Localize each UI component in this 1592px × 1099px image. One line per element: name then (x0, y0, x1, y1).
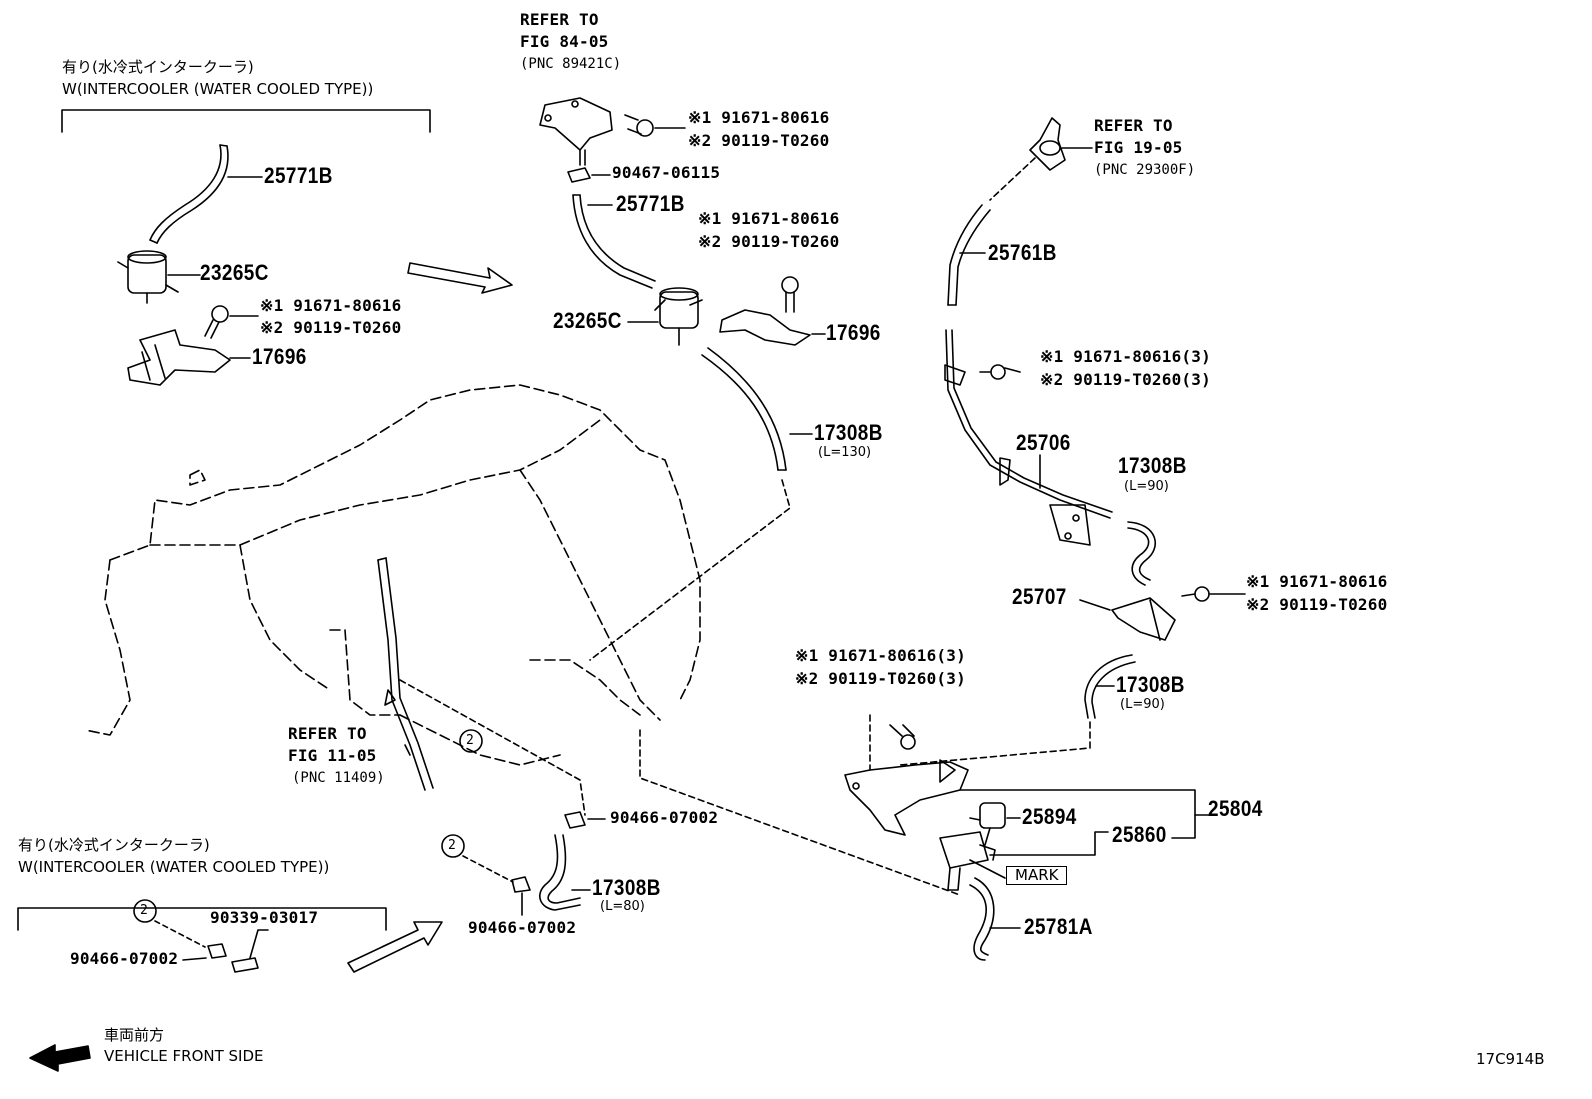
part-number-23265C-centre[interactable]: 23265C (553, 308, 622, 333)
part-number-25771B-left[interactable]: 25771B (264, 163, 333, 188)
variant-bracket-top (62, 110, 430, 132)
part-number-25781A[interactable]: 25781A (1024, 914, 1093, 939)
fitting-29300F (1030, 118, 1065, 170)
bracket-17696-centre (720, 310, 810, 345)
bolt-spec-4a[interactable]: ※1 91671-80616(3) (1040, 347, 1211, 366)
part-number-17696-left[interactable]: 17696 (252, 344, 307, 369)
sensor-89421C (540, 98, 612, 165)
clip-90467 (568, 168, 590, 182)
bolt-spec-2b[interactable]: ※2 90119-T0260 (688, 131, 830, 150)
bracket-25707 (1112, 598, 1175, 640)
bolt-spec-5a[interactable]: ※1 91671-80616 (1246, 572, 1388, 591)
length-label-90b: (L=90) (1120, 697, 1165, 712)
part-number-90339[interactable]: 90339-03017 (210, 908, 319, 927)
variant-bracket-bottom (18, 908, 386, 930)
bolt-spec-6a[interactable]: ※1 91671-80616(3) (795, 646, 966, 665)
part-number-25771B-centre[interactable]: 25771B (616, 191, 685, 216)
hose-17308B-90b (1085, 655, 1132, 718)
bolt-icon-centre (782, 277, 798, 312)
pipe-25706 (946, 330, 1110, 518)
direction-label-en: VEHICLE FRONT SIDE (104, 1047, 264, 1065)
variant-label-bottom-jp: 有り(水冷式インタークーラ) (18, 836, 210, 854)
vsv-25860 (940, 832, 995, 890)
length-label-130: (L=130) (818, 445, 872, 460)
arrow-right-icon (408, 263, 512, 293)
ref-fig84-line2: FIG 84-05 (520, 32, 609, 51)
callout-circle (460, 730, 482, 752)
length-label-80: (L=80) (600, 899, 645, 914)
bolt-icon-sensor (625, 115, 653, 136)
bolt-spec-6b[interactable]: ※2 90119-T0260(3) (795, 669, 966, 688)
bolt-spec-1a[interactable]: ※1 91671-80616 (260, 296, 402, 315)
part-number-25894[interactable]: 25894 (1022, 804, 1077, 829)
bolt-icon-left (205, 306, 228, 338)
ref-fig11-line1: REFER TO (288, 724, 367, 743)
ref-fig11-line3: (PNC 11409) (292, 770, 385, 786)
hose-17308B-80 (540, 835, 580, 910)
bolt-spec-1b[interactable]: ※2 90119-T0260 (260, 318, 402, 337)
part-number-23265C-left[interactable]: 23265C (200, 260, 269, 285)
diagram-id: 17C914B (1476, 1050, 1545, 1068)
part-number-17696-centre[interactable]: 17696 (826, 320, 881, 345)
ref-fig11-line2: FIG 11-05 (288, 746, 377, 765)
part-number-25804[interactable]: 25804 (1208, 796, 1263, 821)
mark-label: MARK (1006, 866, 1068, 885)
clip-90466-a (565, 812, 585, 828)
variant-label-top-en: W(INTERCOOLER (WATER COOLED TYPE)) (62, 80, 374, 98)
bolt-spec-3a[interactable]: ※1 91671-80616 (698, 209, 840, 228)
ref-fig84-line1: REFER TO (520, 10, 599, 29)
length-label-90a: (L=90) (1124, 479, 1169, 494)
bolt-icon-25707 (1182, 587, 1245, 601)
part-number-17308B-130[interactable]: 17308B (814, 420, 883, 445)
vsv-23265C-left (118, 251, 178, 303)
bracket-25804 (845, 762, 968, 835)
hose-25771B-centre (573, 195, 652, 288)
oil-level-gauge-tube (378, 560, 425, 790)
variant-label-top-jp: 有り(水冷式インタークーラ) (62, 58, 254, 76)
arrow-up-right-icon (348, 922, 442, 972)
variant-label-bottom-en: W(INTERCOOLER (WATER COOLED TYPE)) (18, 858, 330, 876)
vsv-23265C-centre (655, 288, 702, 345)
hose-25781A (970, 885, 986, 960)
callout-number: 2 (448, 838, 456, 853)
part-number-17308B-90a[interactable]: 17308B (1118, 453, 1187, 478)
part-number-90466-c[interactable]: 90466-07002 (70, 949, 179, 968)
bracket-17696-left (128, 330, 230, 385)
hose-25771B-left (150, 145, 221, 240)
part-number-90466-b[interactable]: 90466-07002 (468, 918, 577, 937)
bolt-spec-4b[interactable]: ※2 90119-T0260(3) (1040, 370, 1211, 389)
ref-fig19-line1: REFER TO (1094, 116, 1173, 135)
clip-90466-c (208, 944, 226, 958)
ref-fig19-line3: (PNC 29300F) (1094, 162, 1196, 178)
bolt-spec-5b[interactable]: ※2 90119-T0260 (1246, 595, 1388, 614)
bolt-spec-2a[interactable]: ※1 91671-80616 (688, 108, 830, 127)
part-number-25706[interactable]: 25706 (1016, 430, 1071, 455)
vehicle-front-arrow-icon (30, 1045, 90, 1071)
part-number-17308B-90b[interactable]: 17308B (1116, 672, 1185, 697)
callout-number: 2 (140, 903, 148, 918)
hose-90339 (232, 958, 258, 972)
bolt-spec-3b[interactable]: ※2 90119-T0260 (698, 232, 840, 251)
callout-number: 2 (466, 733, 474, 748)
hose-25761B (948, 205, 982, 305)
sensor-25894 (970, 803, 1005, 845)
part-number-25707[interactable]: 25707 (1012, 584, 1067, 609)
part-number-25761B[interactable]: 25761B (988, 240, 1057, 265)
bolt-icon-bracket (890, 725, 915, 749)
ref-fig19-line2: FIG 19-05 (1094, 138, 1183, 157)
part-number-17308B-80[interactable]: 17308B (592, 875, 661, 900)
direction-label-jp: 車両前方 (104, 1026, 165, 1044)
ref-fig84-line3: (PNC 89421C) (520, 56, 622, 72)
hose-17308B-90a (1128, 528, 1149, 585)
callout-circle (134, 900, 156, 922)
engine-outline (85, 385, 700, 765)
bolt-icon-pipe (980, 365, 1020, 379)
part-number-90467[interactable]: 90467-06115 (612, 163, 721, 182)
hose-17308B-130 (702, 355, 778, 470)
callout-circle (442, 835, 464, 857)
part-number-90466-a[interactable]: 90466-07002 (610, 808, 719, 827)
part-number-25860[interactable]: 25860 (1112, 822, 1167, 847)
clip-90466-b (512, 877, 530, 892)
